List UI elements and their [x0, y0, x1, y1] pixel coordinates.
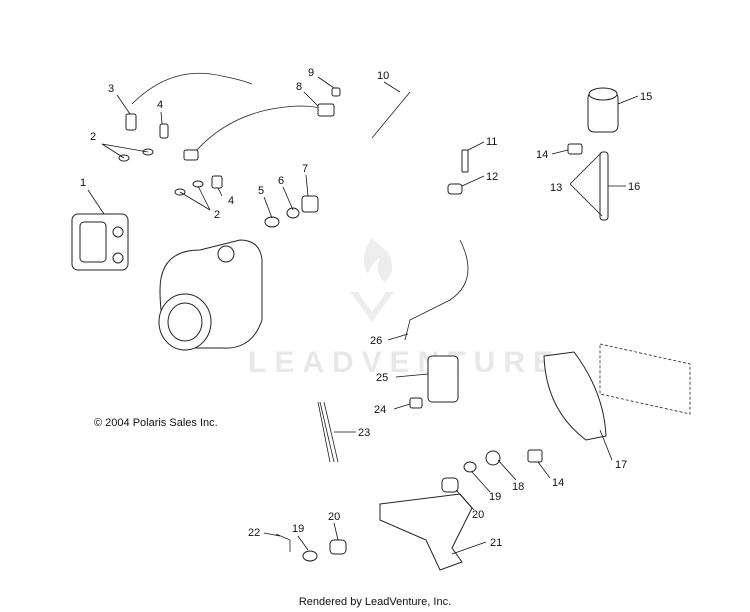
- callout-20-left: 20: [328, 511, 340, 523]
- bolt-4a: [159, 123, 169, 139]
- callout-4-upper: 4: [157, 99, 163, 111]
- callout-2-upper: 2: [90, 131, 96, 143]
- axle-housing: [158, 239, 263, 351]
- bracket-17: [543, 351, 607, 441]
- pin-11: [461, 149, 469, 173]
- callout-21: 21: [490, 537, 502, 549]
- screw-9: [331, 87, 341, 97]
- callout-19-right: 19: [489, 491, 501, 503]
- callout-22: 22: [248, 527, 260, 539]
- brake-hose: [404, 239, 469, 341]
- fitting-14a: [567, 143, 583, 155]
- washer-19b: [302, 550, 318, 562]
- hose-16: [599, 151, 609, 221]
- callout-5: 5: [258, 185, 264, 197]
- callout-16: 16: [628, 181, 640, 193]
- clip-12: [447, 183, 463, 195]
- bushing-20a: [441, 477, 459, 493]
- callout-19-left: 19: [292, 523, 304, 535]
- bolt-3: [125, 113, 137, 131]
- cable-tie-10: [371, 91, 411, 139]
- copyright-notice: © 2004 Polaris Sales Inc.: [94, 417, 218, 429]
- callout-15: 15: [640, 91, 652, 103]
- washers-2a: [118, 148, 154, 162]
- callout-10: 10: [377, 70, 389, 82]
- callout-3: 3: [108, 83, 114, 95]
- spring-23: [317, 401, 339, 463]
- callout-4-lower: 4: [228, 195, 234, 207]
- callout-26: 26: [370, 335, 382, 347]
- frame-outline: [599, 343, 691, 415]
- brake-caliper: [71, 213, 129, 271]
- reservoir-15: [587, 87, 619, 133]
- master-cylinder-25: [427, 355, 459, 403]
- callout-20-right: 20: [472, 509, 484, 521]
- callout-13: 13: [550, 182, 562, 194]
- callout-2-lower: 2: [214, 209, 220, 221]
- callout-labels: 1 2 2 3 4 4 5 6 7 8 9 10 11 12 13 14 14 …: [80, 67, 652, 549]
- clip-18: [485, 450, 501, 466]
- washer-19a: [463, 461, 477, 473]
- bolt-24: [409, 397, 423, 409]
- callout-11: 11: [486, 136, 497, 148]
- washer-5: [264, 216, 280, 228]
- pin-22: [275, 533, 291, 552]
- callout-14-upper: 14: [536, 149, 548, 161]
- brake-pedal-21: [379, 493, 473, 571]
- bolt-4b: [211, 175, 223, 189]
- leader-lines: [87, 76, 639, 555]
- watermark-text: LEADVENTURE: [248, 346, 561, 379]
- callout-6: 6: [278, 175, 284, 187]
- callout-24: 24: [374, 404, 386, 416]
- brake-line-lower: [189, 105, 327, 159]
- callout-14-lower: 14: [552, 477, 564, 489]
- callout-12: 12: [486, 171, 498, 183]
- callout-8: 8: [296, 81, 302, 93]
- banjo-fitting: [183, 149, 199, 161]
- bolt-7: [301, 195, 319, 213]
- footer-credit: Rendered by LeadVenture, Inc.: [298, 596, 452, 608]
- watermark-logo: LEADVENTURE: [248, 238, 561, 379]
- callout-7: 7: [302, 163, 308, 175]
- bushing-20b: [329, 539, 347, 555]
- callout-18: 18: [512, 481, 524, 493]
- callout-1: 1: [80, 177, 86, 189]
- callout-17: 17: [615, 459, 627, 471]
- callout-25: 25: [376, 372, 388, 384]
- clip-8: [317, 103, 335, 117]
- nut-14b: [527, 449, 543, 463]
- callout-23: 23: [358, 427, 370, 439]
- brake-line-upper: [131, 72, 253, 105]
- callout-9: 9: [308, 67, 314, 79]
- washer-6: [286, 207, 300, 219]
